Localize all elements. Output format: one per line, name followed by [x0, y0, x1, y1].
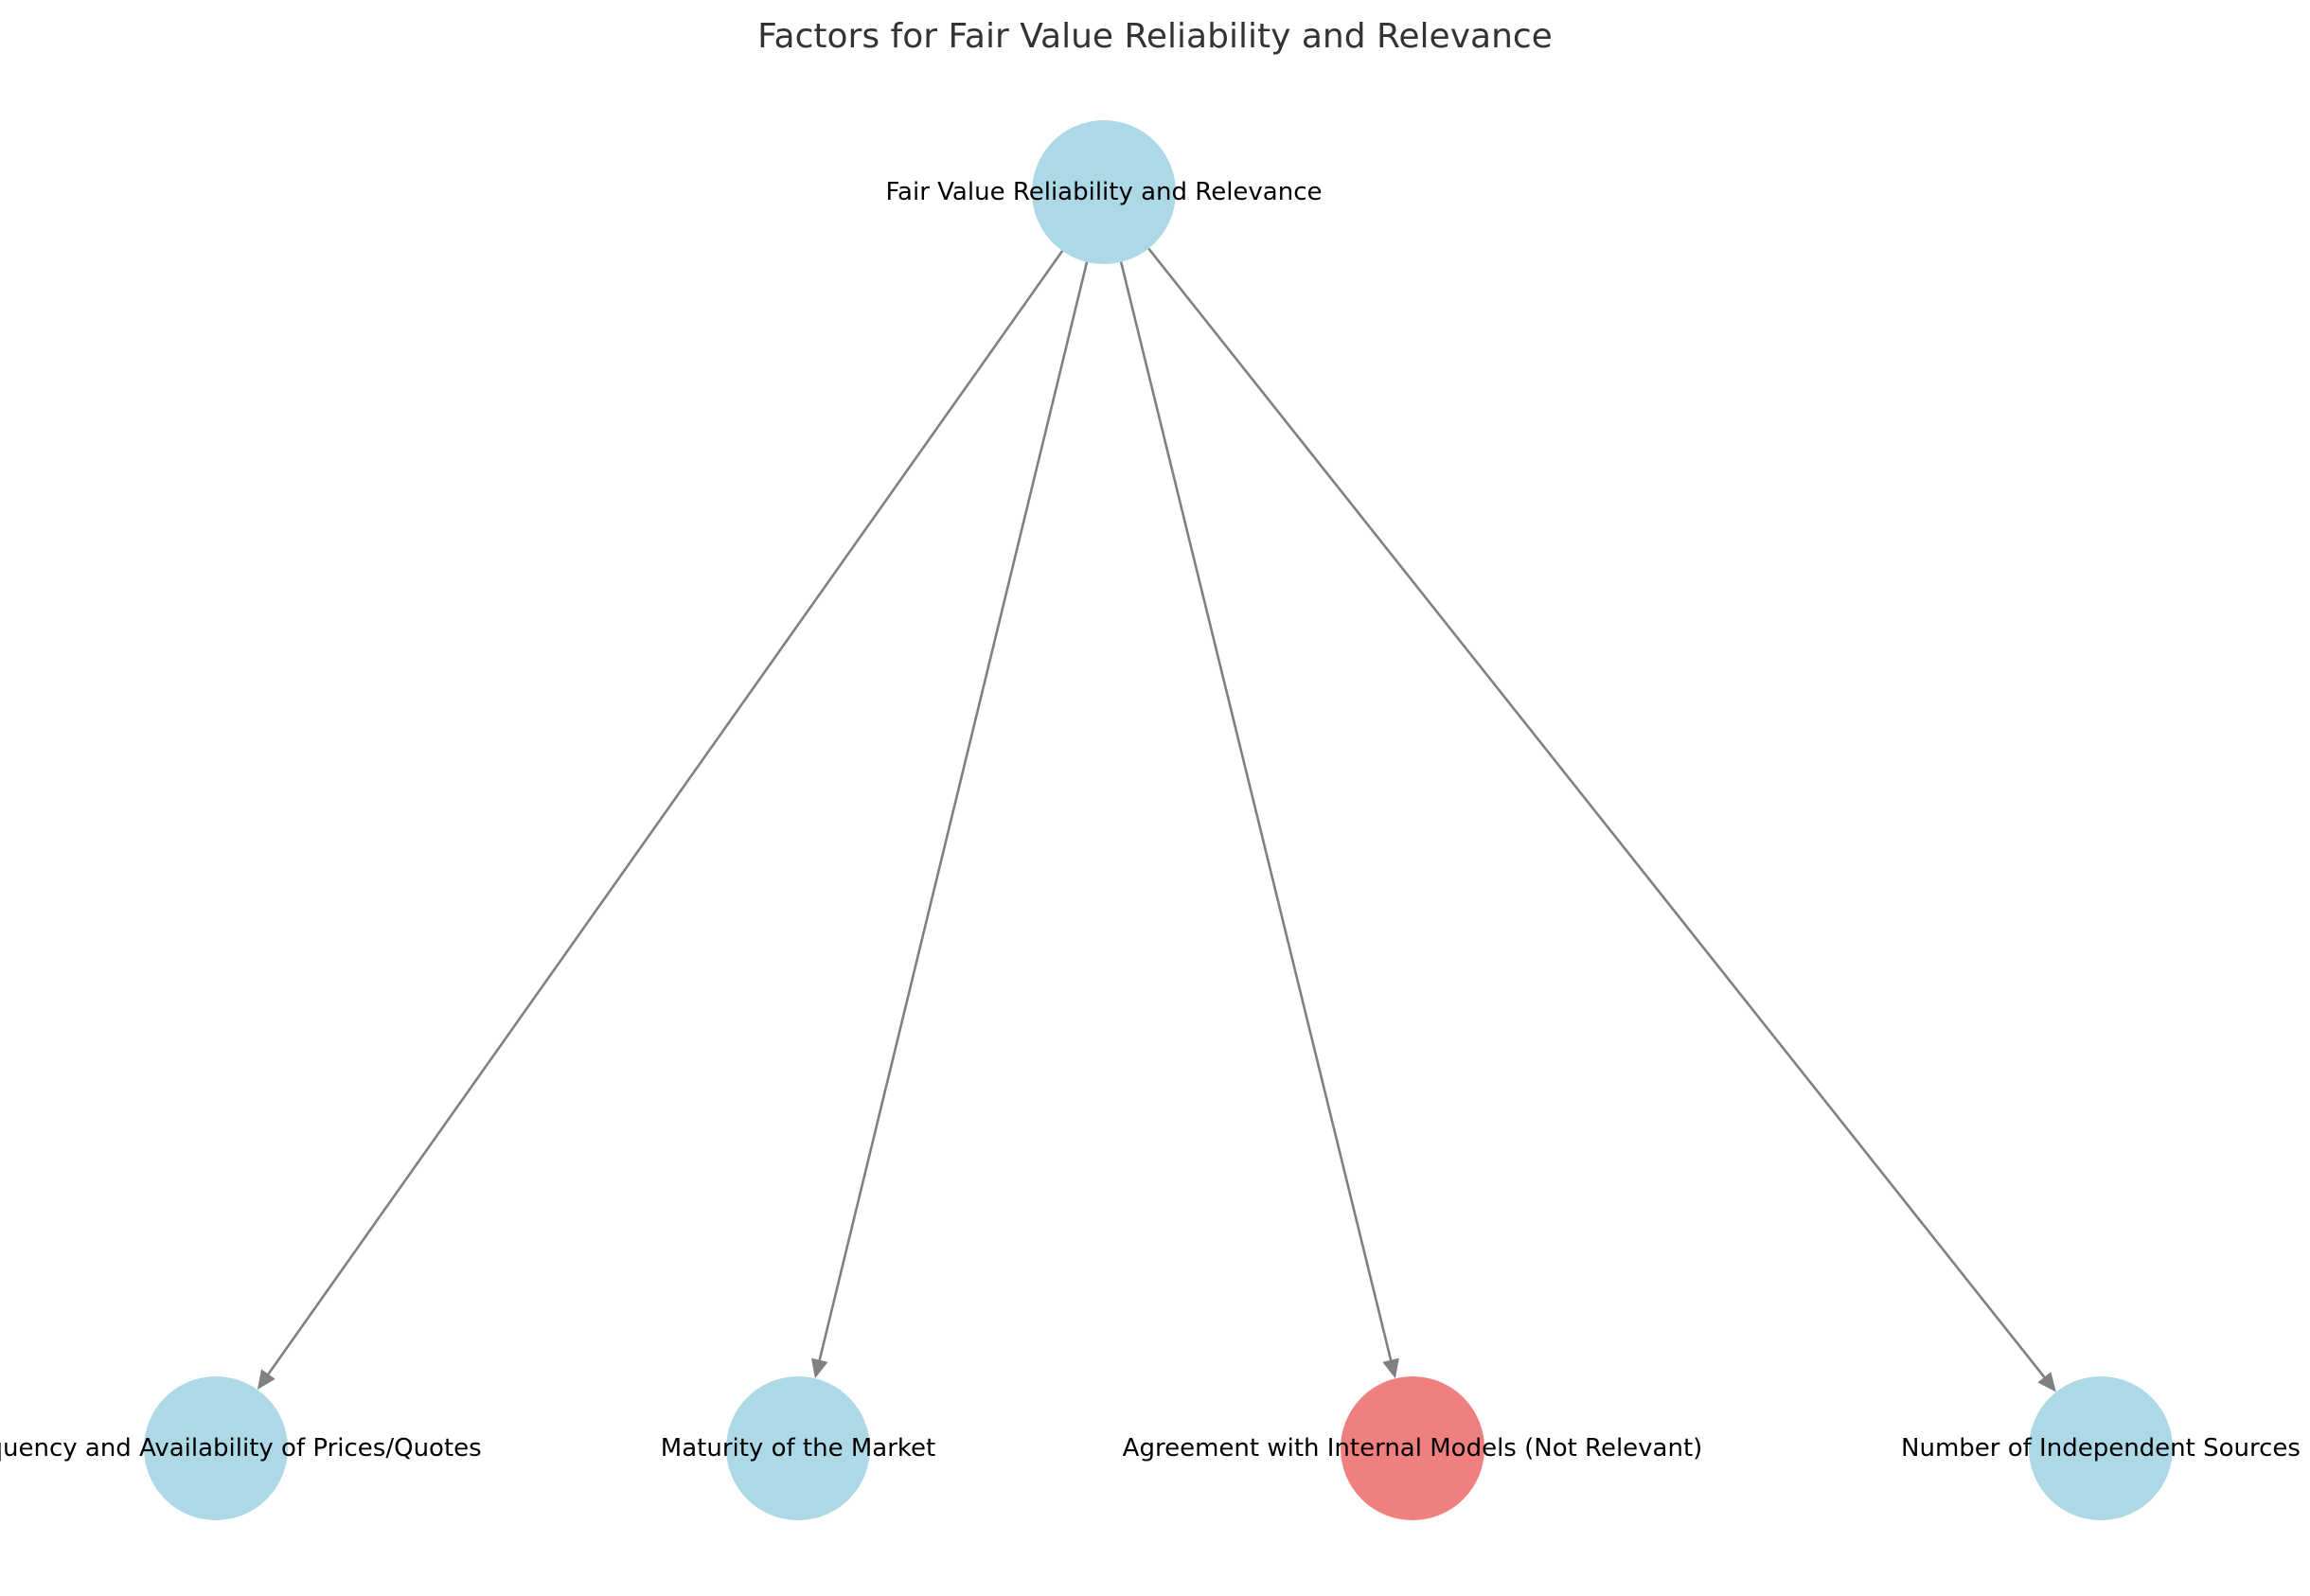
node-label-maturity: Maturity of the Market [661, 1434, 935, 1463]
edge-root-to-maturity [818, 261, 1089, 1361]
arrowhead-sources [2037, 1372, 2056, 1392]
arrowhead-frequency [257, 1369, 275, 1390]
diagram-title: Factors for Fair Value Reliability and R… [757, 17, 1553, 56]
edges-layer [257, 247, 2056, 1392]
node-sources [2029, 1376, 2173, 1520]
edge-root-to-sources [1147, 247, 2046, 1378]
node-label-frequency: Frequency and Availability of Prices/Quo… [0, 1434, 482, 1463]
nodes-layer [144, 120, 2173, 1520]
node-maturity [726, 1376, 870, 1520]
node-label-sources: Number of Independent Sources [1901, 1434, 2301, 1463]
node-root [1032, 120, 1176, 264]
edge-root-to-agreement [1119, 261, 1393, 1361]
node-label-agreement: Agreement with Internal Models (Not Rele… [1123, 1434, 1703, 1463]
node-frequency [144, 1376, 288, 1520]
arrowhead-maturity [810, 1357, 828, 1379]
arrowhead-agreement [1382, 1357, 1399, 1379]
node-label-root: Fair Value Reliability and Relevance [885, 178, 1322, 206]
labels-layer: Fair Value Reliability and RelevanceFreq… [0, 178, 2301, 1463]
edge-root-to-frequency [267, 250, 1064, 1375]
node-agreement [1341, 1376, 1484, 1520]
